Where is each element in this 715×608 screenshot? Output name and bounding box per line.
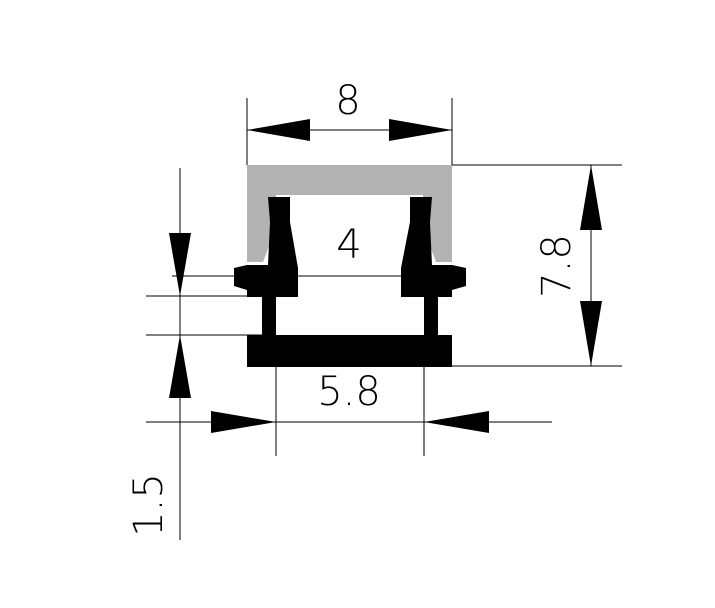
profile-left-wall	[234, 197, 298, 335]
arrow-in-left	[211, 411, 276, 433]
dimension-base-width	[146, 366, 552, 456]
arrow-left	[247, 119, 310, 141]
dimension-top-width	[246, 98, 453, 165]
arrow-in-right	[424, 411, 489, 433]
label-height: 7.8	[534, 234, 580, 298]
arrow-right	[389, 119, 452, 141]
dimension-height	[452, 164, 622, 367]
arrow-down	[580, 301, 602, 366]
dimension-thickness	[146, 168, 298, 540]
arrow-up	[580, 165, 602, 230]
profile-base	[247, 335, 452, 367]
label-top-width: 8	[335, 78, 360, 124]
label-base-width: 5.8	[317, 369, 381, 415]
diffuser-cover	[247, 165, 452, 262]
arrow-down-to-line	[169, 233, 191, 296]
profile-right-wall	[401, 197, 466, 335]
arrow-up-to-line	[169, 335, 191, 398]
label-thickness: 1.5	[126, 473, 172, 537]
label-inner-width: 4	[336, 222, 361, 268]
